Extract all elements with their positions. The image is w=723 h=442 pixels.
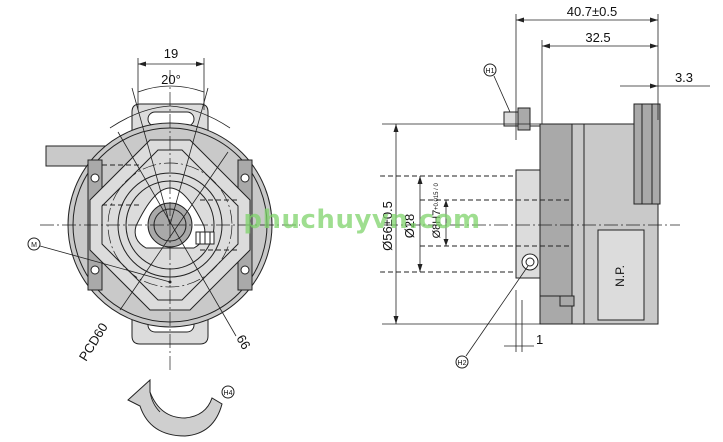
nameplate-label: N.P. [613,265,627,287]
screw-h1 [503,107,531,131]
callout-h1: H1 [486,68,495,75]
dim-gap-1: 1 [536,332,543,347]
dim-width-19: 19 [164,46,178,61]
dim-dia-28: Ø28 [402,214,417,239]
dim-pcd60: PCD60 [76,320,111,364]
dim-dia-8-tolerance: +0.015 / 0 [434,182,440,210]
side-view: N.P. [380,103,680,325]
dim-length-40-7: 40.7±0.5 [567,4,618,19]
dim-dia-8: Ø8H7 [431,210,443,239]
dim-length-32-5: 32.5 [585,30,610,45]
callout-h2: H2 [458,360,467,367]
rotation-arrow: H4 [127,378,235,437]
set-screw [195,231,215,245]
dim-66: 66 [233,332,253,352]
cable-outlet [633,103,661,205]
nameplate [597,229,645,321]
callout-m: M [31,242,37,249]
callout-h4: H4 [224,390,233,397]
watermark: phuchuyvn.com [243,205,480,235]
dim-angle-20: 20° [161,72,181,87]
screw-h2 [521,253,539,271]
front-view [40,70,300,372]
flange [539,123,573,325]
dim-dia-56: Ø56±0.5 [380,201,395,251]
side-dimensions: 40.7±0.5 32.5 3.3 Ø56±0.5 Ø28 Ø8H7 +0.01… [380,4,710,369]
dim-length-3-3: 3.3 [675,70,693,85]
